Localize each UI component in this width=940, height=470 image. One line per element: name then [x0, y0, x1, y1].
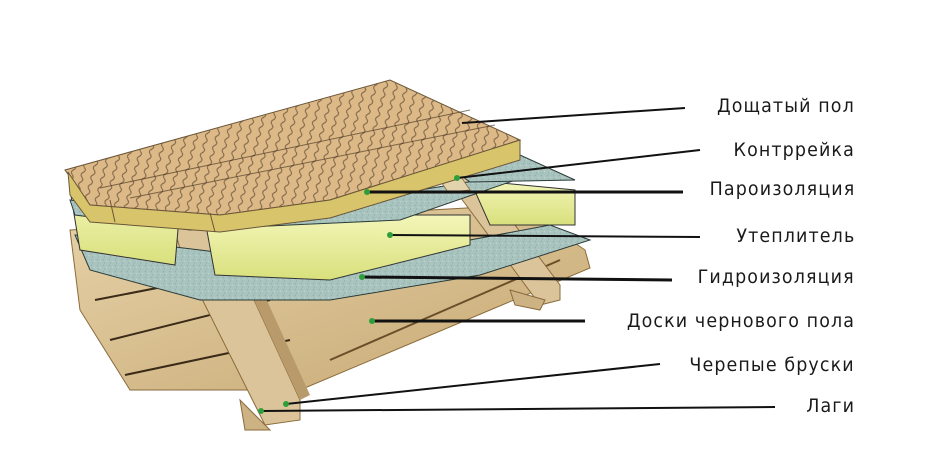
- label-subfloor-boards: Доски чернового пола: [626, 310, 855, 332]
- label-finish-floor: Дощатый пол: [717, 95, 855, 117]
- label-vapor-barrier: Пароизоляция: [709, 178, 855, 200]
- finish-floor-shape: [64, 79, 522, 233]
- label-counter-batten: Контррейка: [733, 139, 855, 161]
- label-joists: Лаги: [806, 395, 855, 417]
- leader-line-insulation: [389, 234, 701, 238]
- leader-line-counter-batten: [456, 149, 701, 179]
- leader-line-finish-floor: [461, 107, 686, 124]
- label-waterproofing: Гидроизоляция: [697, 266, 855, 288]
- leader-line-waterproofing: [361, 275, 673, 282]
- leader-line-cranial-bars: [285, 363, 661, 405]
- anchor-dots: [258, 175, 460, 414]
- leader-line-joists: [260, 406, 776, 412]
- leader-lines: [260, 107, 776, 412]
- label-insulation: Утеплитель: [735, 225, 855, 247]
- label-cranial-bars: Черепые бруски: [689, 354, 855, 376]
